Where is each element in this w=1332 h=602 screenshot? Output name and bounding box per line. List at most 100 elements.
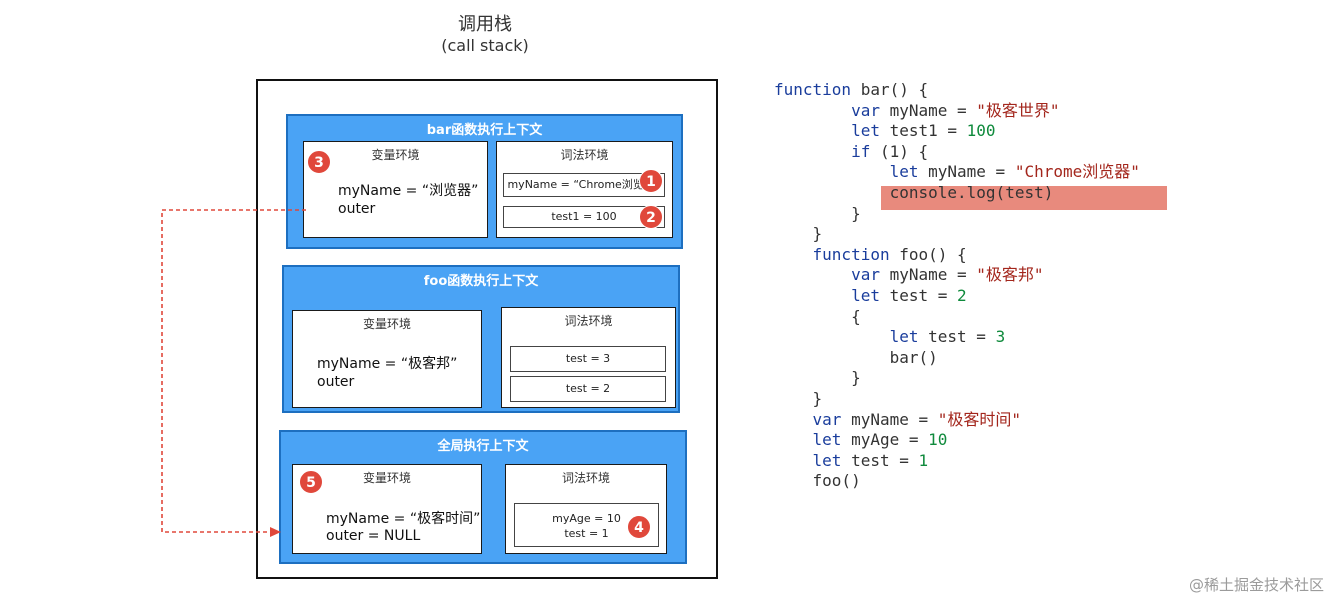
code-line: function bar() { <box>774 80 1140 101</box>
code-line: } <box>774 368 1140 389</box>
code-token: myName = <box>928 162 1015 182</box>
code-token: 2 <box>957 285 967 305</box>
global-variable-env-line-1: myName = “极客时间” <box>326 511 481 527</box>
bar-lexical-env-title: 词法环境 <box>560 148 609 162</box>
bar-variable-env-title: 变量环境 <box>371 148 420 162</box>
code-token: let <box>774 162 929 182</box>
global-variable-env-line-2: outer = NULL <box>326 528 421 544</box>
bar-lexical-env: 词法环境 myName = “Chrome浏览器” test1 = 100 <box>496 141 673 238</box>
code-line: if (1) { <box>774 142 1140 163</box>
code-line: var myName = "极客世界" <box>774 101 1140 122</box>
global-context-title: 全局执行上下文 <box>437 439 529 454</box>
code-token: test = <box>928 327 996 347</box>
code-token: (1) { <box>879 141 929 161</box>
code-token: test = <box>851 450 919 470</box>
foo-variable-env: 变量环境 myName = “极客邦” outer <box>292 310 482 408</box>
code-line: let myName = "Chrome浏览器" <box>774 162 1140 183</box>
code-token: bar() { <box>860 80 929 99</box>
code-token: } <box>774 224 823 244</box>
foo-variable-env-line-1: myName = “极客邦” <box>317 356 458 372</box>
highlighted-code-line <box>881 186 1167 210</box>
code-token: var <box>774 100 890 120</box>
bar-variable-env: 变量环境 myName = “浏览器” outer <box>303 141 488 238</box>
code-line: var myName = "极客邦" <box>774 265 1140 286</box>
code-line: let test = 1 <box>774 451 1140 472</box>
diagram-subtitle: (call stack) <box>441 36 529 55</box>
bar-lexical-cell-1: myName = “Chrome浏览器” <box>503 173 665 197</box>
badge-5: 5 <box>299 470 323 494</box>
code-token: "极客世界" <box>976 100 1060 120</box>
code-token: foo() { <box>899 244 967 264</box>
code-token: "Chrome浏览器" <box>1014 162 1140 182</box>
code-line: { <box>774 307 1140 328</box>
code-line: let test = 2 <box>774 286 1140 307</box>
code-token: test = <box>889 285 958 305</box>
code-token: var <box>774 265 890 285</box>
code-line: function foo() { <box>774 245 1140 266</box>
global-variable-env: 变量环境 myName = “极客时间” outer = NULL <box>292 464 482 554</box>
code-line: let myAge = 10 <box>774 430 1140 451</box>
badge-2: 2 <box>639 205 663 229</box>
watermark: @稀土掘金技术社区 <box>1188 576 1324 594</box>
code-token: bar() <box>774 347 938 367</box>
foo-variable-env-line-2: outer <box>317 374 355 390</box>
bar-execution-context: bar函数执行上下文 变量环境 myName = “浏览器” outer 词法环… <box>286 114 683 249</box>
code-token: var <box>774 409 852 429</box>
code-line: foo() <box>774 471 1140 492</box>
bar-variable-env-line-2: outer <box>338 201 376 217</box>
code-token: let <box>774 121 890 141</box>
code-line: let test = 3 <box>774 327 1140 348</box>
code-token: "极客时间" <box>937 409 1022 429</box>
global-lexical-cell-line-1: myAge = 10 <box>552 512 621 525</box>
code-line: var myName = "极客时间" <box>774 410 1140 431</box>
code-line: console.log(test) <box>774 183 1140 204</box>
global-variable-env-title: 变量环境 <box>362 471 411 485</box>
badge-3: 3 <box>307 150 331 174</box>
code-line: bar() <box>774 348 1140 369</box>
code-listing: function bar() { var myName = "极客世界" let… <box>774 80 1140 492</box>
code-token: 3 <box>995 327 1006 347</box>
code-token: 10 <box>928 430 948 450</box>
code-token: function <box>774 244 900 264</box>
code-token: function <box>774 80 861 99</box>
badge-1: 1 <box>639 169 663 193</box>
code-token: let <box>774 327 929 347</box>
bar-context-title: bar函数执行上下文 <box>426 123 543 138</box>
foo-lexical-cell-1: test = 3 <box>510 346 666 372</box>
code-token: myName = <box>851 409 938 429</box>
code-line: } <box>774 204 1140 225</box>
foo-lexical-cell-2: test = 2 <box>510 376 666 402</box>
foo-lexical-env: 词法环境 test = 3 test = 2 <box>501 307 676 408</box>
code-line: } <box>774 389 1140 410</box>
bar-variable-env-line-1: myName = “浏览器” <box>338 183 479 199</box>
global-lexical-cell-line-2: test = 1 <box>564 527 609 540</box>
code-token: 100 <box>966 121 996 141</box>
foo-lexical-env-title: 词法环境 <box>564 314 613 328</box>
code-token: test1 = <box>889 121 967 141</box>
code-token: console.log(test) <box>774 182 1054 202</box>
foo-execution-context: foo函数执行上下文 变量环境 myName = “极客邦” outer 词法环… <box>282 265 680 413</box>
code-token: } <box>774 368 861 388</box>
code-token: myName = <box>889 100 977 120</box>
code-token: } <box>774 388 823 408</box>
badge-4: 4 <box>627 515 651 539</box>
foo-variable-env-title: 变量环境 <box>362 317 411 331</box>
global-execution-context: 全局执行上下文 变量环境 myName = “极客时间” outer = NUL… <box>279 430 687 564</box>
code-line: } <box>774 224 1140 245</box>
global-lexical-env-title: 词法环境 <box>561 471 610 485</box>
code-token: if <box>774 141 880 161</box>
code-token: let <box>774 285 890 305</box>
foo-context-title: foo函数执行上下文 <box>423 274 539 289</box>
code-token: let <box>774 450 852 470</box>
code-token: "极客邦" <box>976 265 1044 285</box>
bar-lexical-cell-2: test1 = 100 <box>503 206 665 228</box>
code-token: myAge = <box>851 430 929 450</box>
code-token: myName = <box>889 265 977 285</box>
global-lexical-env: 词法环境 myAge = 10 test = 1 <box>505 464 667 554</box>
code-token: let <box>774 430 852 450</box>
code-line: let test1 = 100 <box>774 121 1140 142</box>
code-token: { <box>774 306 861 326</box>
code-token: foo() <box>774 471 861 491</box>
code-token: } <box>774 203 861 223</box>
